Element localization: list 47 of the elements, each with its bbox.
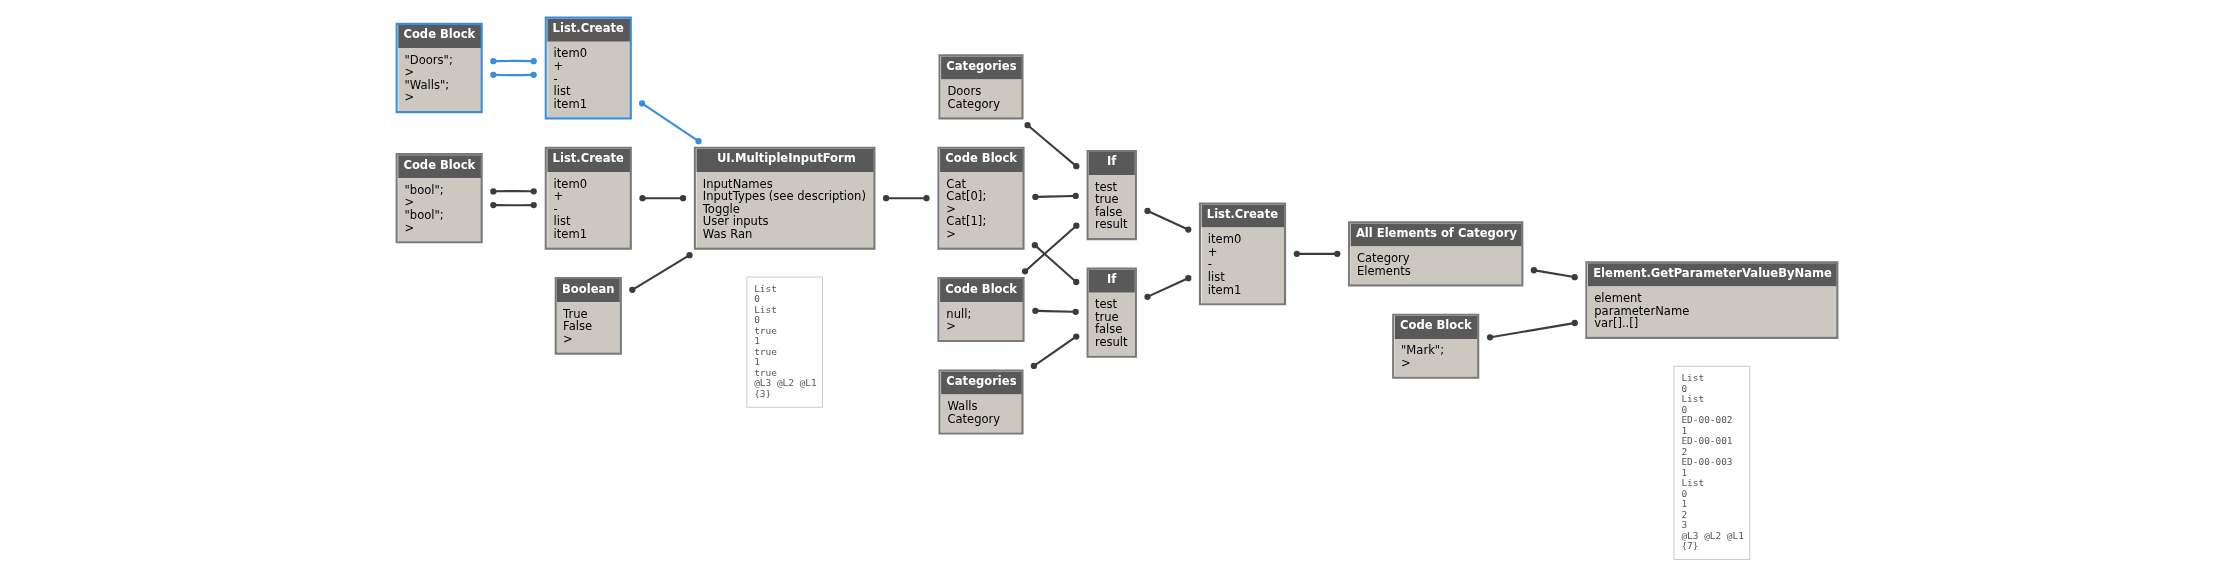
node-label: {3} — [754, 387, 772, 399]
node-label: 1 — [754, 356, 760, 368]
node-label: List — [754, 282, 777, 294]
connector — [1030, 333, 1080, 370]
node-label: List — [754, 303, 777, 315]
connector — [1021, 222, 1080, 275]
node-label: true — [754, 324, 777, 336]
node-label: true — [754, 345, 777, 357]
connector — [490, 58, 537, 65]
connector — [1032, 307, 1079, 315]
node-label: 1 — [1681, 424, 1688, 436]
node-label: 0 — [1681, 487, 1688, 499]
node-label: @L3 @L2 @L1 — [1681, 529, 1744, 541]
node-label: 1 — [1681, 498, 1688, 510]
node-label: ED-00-002 — [1681, 414, 1733, 426]
connector — [1032, 192, 1079, 201]
node-label: 0 — [1681, 382, 1688, 394]
connector — [1293, 250, 1341, 257]
node-label: 0 — [1681, 403, 1688, 415]
node-label: 1 — [754, 335, 760, 347]
connector — [1024, 122, 1080, 170]
node-label: ED-00-001 — [1681, 435, 1733, 447]
node-label: List — [1681, 477, 1705, 489]
node-label: 3 — [1681, 519, 1688, 531]
connector — [490, 188, 537, 195]
node-label: 2 — [1681, 445, 1688, 457]
connector — [639, 195, 687, 202]
node-label: 0 — [754, 293, 760, 305]
connector — [1486, 319, 1578, 341]
node-label: 1 — [1681, 466, 1688, 478]
node-label: List — [1681, 393, 1705, 405]
connector — [490, 71, 537, 78]
node-label: ED-00-003 — [1681, 456, 1733, 468]
node-label: {7} — [1681, 540, 1699, 552]
connector — [1144, 275, 1192, 300]
connector — [629, 252, 693, 293]
node-label: @L3 @L2 @L1 — [754, 377, 817, 389]
connector — [639, 100, 702, 145]
connector — [882, 195, 930, 202]
node-label: true — [754, 366, 777, 378]
connector — [1530, 267, 1578, 281]
node-label: 2 — [1681, 508, 1688, 520]
connector — [1144, 207, 1192, 233]
node-label: 0 — [754, 314, 760, 326]
connector — [1031, 242, 1080, 286]
node-label: List — [1681, 372, 1705, 384]
connector — [490, 201, 537, 209]
